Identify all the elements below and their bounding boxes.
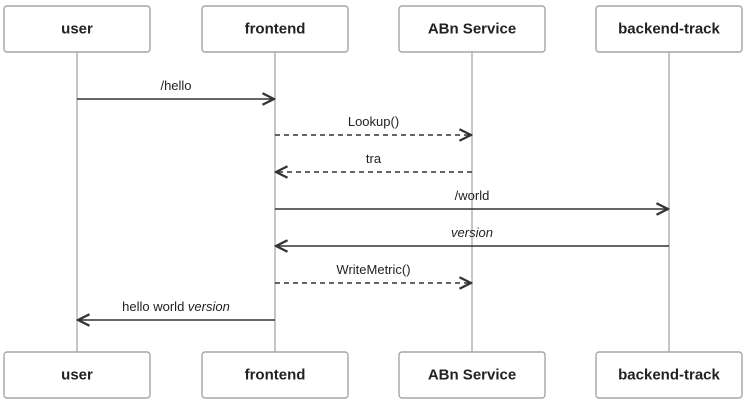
message-label-part: hello world [122,299,188,314]
message-label-part: /world [455,188,490,203]
message-5: version [276,225,669,246]
message-label: tra [366,151,382,166]
participant-abn-top: ABn Service [398,5,546,53]
participant-label: backend-track [618,367,720,384]
message-label-part: /hello [160,78,191,93]
participant-frontend-bottom: frontend [201,351,349,399]
participant-label: user [61,21,93,38]
participant-label: frontend [245,367,306,384]
message-label-part: WriteMetric() [336,262,410,277]
message-label: WriteMetric() [336,262,410,277]
message-label-part: Lookup() [348,114,399,129]
participant-label: frontend [245,21,306,38]
participant-label: ABn Service [428,21,516,38]
message-label-part: version [451,225,493,240]
message-7: hello world version [78,299,275,320]
participant-user-top: user [3,5,151,53]
message-label: Lookup() [348,114,399,129]
message-label-part: tra [366,151,382,166]
participant-frontend-top: frontend [201,5,349,53]
participant-user-bottom: user [3,351,151,399]
message-4: /world [275,188,668,209]
participant-backend-bottom: backend-track [595,351,743,399]
message-6: WriteMetric() [275,262,471,283]
participant-label: backend-track [618,21,720,38]
participant-abn-bottom: ABn Service [398,351,546,399]
message-3: tra [276,151,472,172]
message-label: /hello [160,78,191,93]
message-label-part: version [188,299,230,314]
message-label: version [451,225,493,240]
message-label: hello world version [122,299,230,314]
message-label: /world [455,188,490,203]
message-2: Lookup() [275,114,471,135]
message-1: /hello [77,78,274,99]
participant-backend-top: backend-track [595,5,743,53]
participant-label: user [61,367,93,384]
participant-label: ABn Service [428,367,516,384]
